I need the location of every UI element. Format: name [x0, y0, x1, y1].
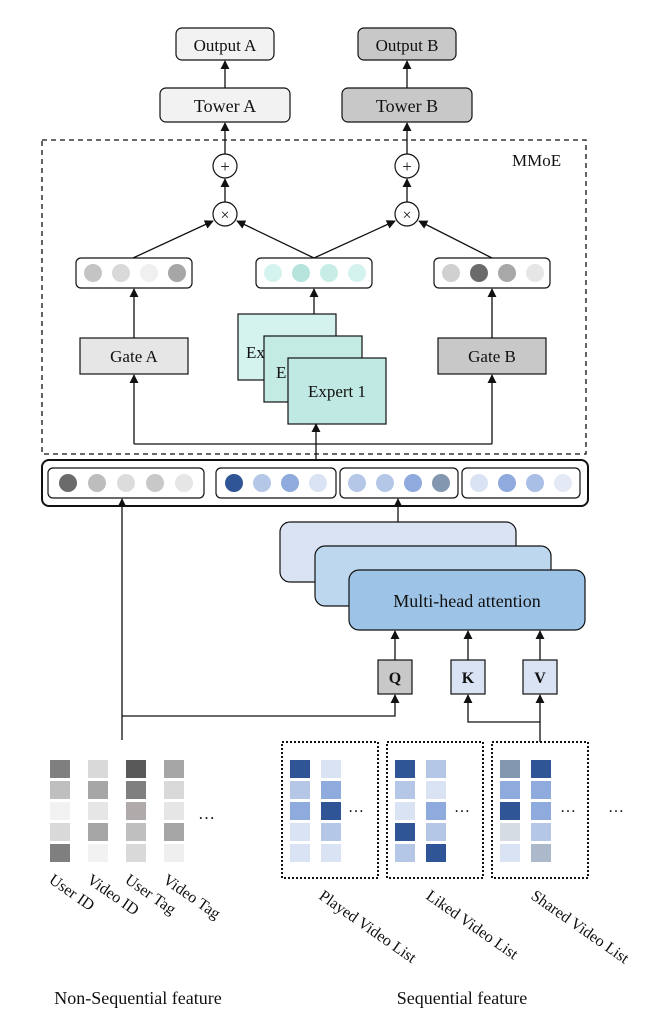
expert-middle-label: E: [276, 363, 286, 382]
gate-b-box: Gate B: [437, 337, 547, 375]
vector-dot: [348, 474, 366, 492]
non-sequential-feature-title: Non-Sequential feature: [54, 988, 221, 1008]
played-ellipsis: …: [348, 799, 364, 816]
mmoe-label: MMoE: [512, 151, 561, 170]
vector-dot: [168, 264, 186, 282]
user-tag-column: [126, 760, 146, 862]
arrow-expert-vec-to-times-a: [236, 220, 315, 259]
output-a-box: Output A: [175, 27, 275, 61]
gate-a-label: Gate A: [110, 347, 158, 366]
sequential-feature-title: Sequential feature: [397, 988, 527, 1008]
video-tag-column: [164, 760, 184, 862]
vector-dot: [348, 264, 366, 282]
vector-dot: [526, 264, 544, 282]
output-b-label: Output B: [376, 36, 439, 55]
vector-dot: [117, 474, 135, 492]
arrow-gate-b-vec-to-times-b: [418, 220, 493, 259]
q-box: Q: [377, 659, 413, 695]
vector-dot: [309, 474, 327, 492]
output-b-box: Output B: [357, 27, 457, 61]
vector-dot: [442, 264, 460, 282]
arrow-expert-vec-to-times-b: [313, 220, 396, 259]
gate-b-weight-vector: [433, 257, 551, 289]
times-symbol-a: ×: [220, 207, 229, 224]
liked-video-list-group: …: [386, 741, 484, 879]
vector-dot: [140, 264, 158, 282]
plus-symbol-a: +: [220, 157, 230, 176]
vector-dot: [554, 474, 572, 492]
vector-dot: [281, 474, 299, 492]
liked-ellipsis: …: [454, 799, 470, 816]
shared-video-list-label: Shared Video List: [528, 887, 633, 967]
vector-dot: [470, 264, 488, 282]
vector-dot: [498, 264, 516, 282]
non-seq-embedding-segment: [47, 467, 205, 499]
gate-a-weight-vector: [75, 257, 193, 289]
vector-dot: [112, 264, 130, 282]
v-box: V: [522, 659, 558, 695]
attention-label: Multi-head attention: [393, 591, 540, 611]
arrow-nonseq-to-q: [122, 694, 400, 717]
liked-embedding-segment: [339, 467, 459, 499]
vector-dot: [498, 474, 516, 492]
liked-video-list-label: Liked Video List: [423, 887, 522, 963]
vector-dot: [292, 264, 310, 282]
expert-front-card: Expert 1: [287, 357, 387, 425]
played-video-list-label: Played Video List: [316, 887, 420, 967]
vector-dot: [59, 474, 77, 492]
v-label: V: [534, 670, 546, 687]
expert-front-label: Expert 1: [308, 382, 366, 401]
video-id-column: [88, 760, 108, 862]
vector-dot: [404, 474, 422, 492]
plus-symbol-b: +: [402, 157, 412, 176]
arrow-seq-to-k: [463, 694, 541, 742]
nonseq-ellipsis: …: [198, 804, 215, 823]
times-op-a: ×: [212, 201, 238, 227]
vector-dot: [376, 474, 394, 492]
mmoe-frame: [41, 139, 587, 455]
shared-ellipsis: …: [560, 799, 576, 816]
expert-back-label: Ex: [246, 343, 265, 362]
vector-dot: [526, 474, 544, 492]
played-video-list-group: …: [281, 741, 379, 879]
output-a-label: Output A: [194, 36, 258, 55]
shared-video-list-group: …: [491, 741, 589, 879]
vector-dot: [253, 474, 271, 492]
tower-b-label: Tower B: [376, 96, 438, 116]
q-label: Q: [389, 670, 401, 687]
vector-dot: [432, 474, 450, 492]
gate-a-box: Gate A: [79, 337, 189, 375]
attention-head-front: Multi-head attention: [348, 569, 586, 631]
vector-dot: [264, 264, 282, 282]
k-box: K: [450, 659, 486, 695]
tower-a-box: Tower A: [159, 87, 291, 123]
vector-dot: [225, 474, 243, 492]
vector-dot: [470, 474, 488, 492]
times-symbol-b: ×: [402, 207, 411, 224]
times-op-b: ×: [394, 201, 420, 227]
arrow-gate-a-vec-to-times-a: [132, 220, 214, 259]
vector-dot: [84, 264, 102, 282]
vector-dot: [175, 474, 193, 492]
vector-dot: [146, 474, 164, 492]
tower-b-box: Tower B: [341, 87, 473, 123]
vector-dot: [88, 474, 106, 492]
tower-a-label: Tower A: [194, 96, 256, 116]
gate-b-label: Gate B: [468, 347, 516, 366]
played-embedding-segment: [215, 467, 337, 499]
seq-outer-ellipsis: …: [608, 799, 624, 816]
k-label: K: [462, 670, 475, 687]
plus-op-b: +: [394, 153, 420, 179]
vector-dot: [320, 264, 338, 282]
shared-embedding-segment: [461, 467, 581, 499]
plus-op-a: +: [212, 153, 238, 179]
user-id-column: [50, 760, 70, 862]
expert-output-vector: [255, 257, 373, 289]
